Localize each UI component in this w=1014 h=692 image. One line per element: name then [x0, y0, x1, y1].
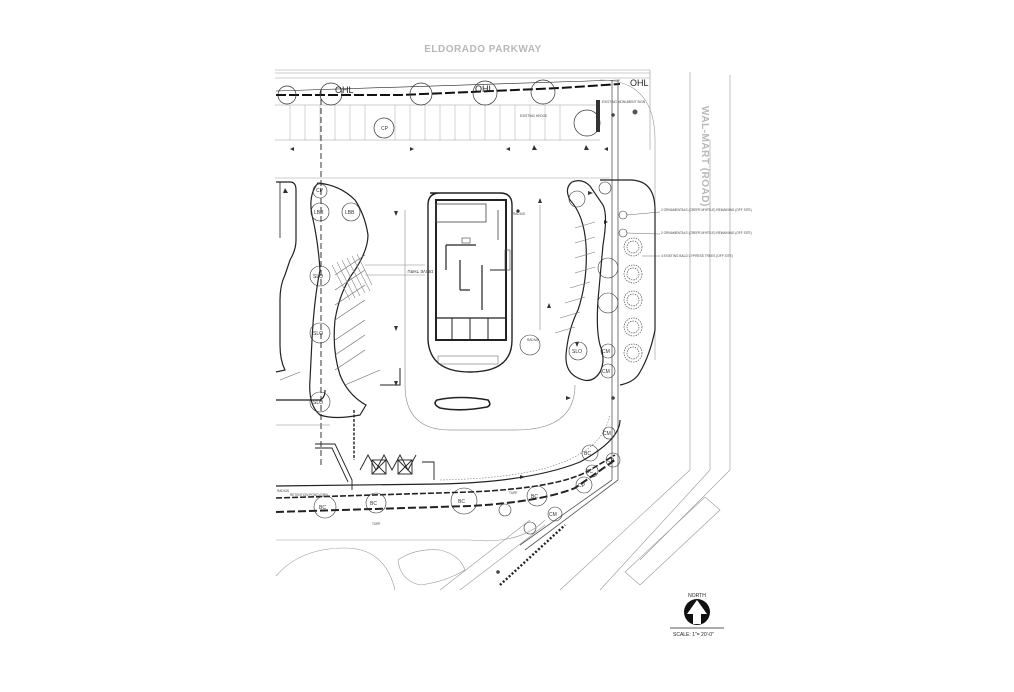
- street-label-walmart: WAL-MART (ROAD): [699, 106, 710, 207]
- plant-tag-lbb-2: LBB: [345, 210, 355, 216]
- left-curb-stub: [380, 368, 401, 386]
- plant-tag-cm-2: CM: [602, 369, 610, 375]
- north-arrow: NORTH: [670, 593, 724, 629]
- left-island: [309, 182, 369, 419]
- plant-tag-slo-1: SLO: [313, 274, 323, 280]
- right-parking-stripes: [554, 221, 596, 334]
- plant-tag-bc-corner-1: BC: [584, 451, 591, 457]
- street-label-eldorado: ELDORADO PARKWAY: [424, 44, 541, 55]
- drive-aisle-curves: [404, 205, 576, 431]
- ohl-label-1: OHL: [335, 85, 354, 95]
- turf-note-2: TURF: [509, 491, 518, 495]
- plant-tag-cm-bottom: CM: [549, 512, 557, 518]
- plant-tag-bc-4: BC: [531, 494, 538, 500]
- plant-tag-slo-right: SLO: [572, 349, 582, 355]
- bald-cypress-trees: [623, 237, 643, 363]
- radius-note-1: RADIUS: [513, 212, 525, 216]
- crosswalk-hatch: [331, 253, 425, 301]
- overhead-power-line: OHL OHL OHL: [275, 78, 649, 96]
- plant-tag-lbb-1: LBB: [314, 210, 324, 216]
- lower-utility-line: [499, 524, 566, 586]
- plant-tag-slo-2: SLO: [313, 331, 323, 337]
- top-tree-row: [277, 79, 601, 139]
- dumpster-enclosure: [315, 443, 435, 490]
- right-road-lines: [559, 70, 731, 591]
- drive-thru-label: DRIVE THRU: [407, 269, 433, 274]
- ohl-label-3: OHL: [630, 78, 649, 88]
- plant-tag-cp-bottom: CP: [578, 483, 586, 489]
- pole-marker: [632, 109, 638, 115]
- left-parking-edge: [275, 181, 326, 401]
- radius-note-2: RADIUS: [527, 338, 539, 342]
- ohl-label-2: OHL: [475, 84, 494, 94]
- right-island: [565, 179, 656, 386]
- marker-dot-4: [611, 113, 615, 117]
- plant-tag-bc-2: BC: [370, 501, 377, 507]
- marker-dot-3: [496, 570, 500, 574]
- plant-tag-bc-corner-2: BC: [586, 469, 593, 475]
- retention-pond-note: RETENTION POND (DRY): [290, 493, 328, 497]
- tree-circle-building: [519, 334, 541, 356]
- top-parking-ticks: [289, 105, 561, 140]
- existing-monument-note: EXISTING MONUMENT SIGN: [602, 100, 646, 104]
- right-island-trees: [568, 181, 619, 379]
- radius-note-3: RADIUS: [277, 489, 289, 493]
- plant-tag-top-cp: CP: [381, 126, 389, 132]
- monument-sign: [596, 100, 600, 132]
- marker-dot-2: [611, 396, 615, 400]
- drive-thru-island: [434, 396, 491, 411]
- marker-dot: [516, 209, 520, 213]
- bottom-planting-strip: [275, 414, 621, 513]
- plant-tag-cm-corner: CM: [603, 431, 611, 437]
- bottom-trees: [313, 426, 621, 535]
- plant-tag-cp-1: CP: [316, 188, 324, 194]
- plant-tag-cm-1: CM: [602, 349, 610, 355]
- property-boundary: [519, 80, 619, 551]
- plant-tag-cp-corner: CP: [607, 458, 615, 464]
- ornamental-trees: [618, 210, 628, 238]
- existing-hedge-note: EXISTING HEDGE: [520, 114, 547, 118]
- leader-1: [626, 211, 661, 216]
- traffic-arrows: [283, 145, 608, 479]
- building-footprint: [427, 192, 513, 373]
- left-parking-stripes: [279, 254, 381, 386]
- scale-label: SCALE: 1"= 20'-0": [673, 632, 714, 638]
- leader-2: [626, 232, 661, 235]
- note-ornamentals-2: 2 ORNAMENTALS (CREPE MYRTLE) REMAINING (…: [661, 231, 752, 235]
- plant-tag-bc-3: BC: [458, 499, 465, 505]
- plant-tag-bc-1: BC: [319, 505, 326, 511]
- note-ornamentals-1: 2 ORNAMENTALS (CREPE MYRTLE) REMAINING (…: [661, 208, 752, 212]
- left-island-trees: [309, 183, 361, 413]
- note-bald-cypress: 4 EXISTING BALD CYPRESS TREES (OFF SITE): [661, 254, 733, 258]
- plant-tag-slo-3: SLO: [313, 400, 323, 406]
- north-label: NORTH: [688, 593, 706, 599]
- turf-note-1: TURF: [372, 522, 381, 526]
- lower-road-lines: [275, 519, 546, 591]
